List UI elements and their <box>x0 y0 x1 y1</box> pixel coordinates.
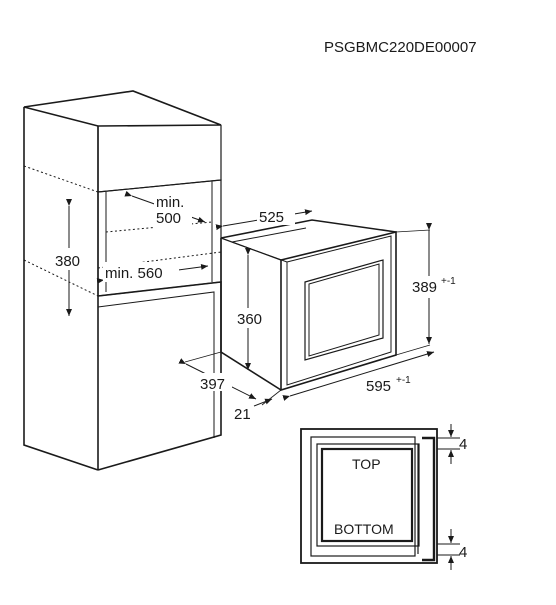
detail-drawing <box>300 424 460 570</box>
cabinet-depth-value-label: 500 <box>156 210 181 227</box>
appliance-height-front-label: 389 <box>412 279 437 296</box>
detail-gap-bottom-label: 4 <box>459 544 467 561</box>
appliance-width-top-label: 525 <box>259 209 284 226</box>
appliance-height-front-tolerance: +-1 <box>441 276 456 287</box>
appliance-width-front-label: 595 <box>366 378 391 395</box>
appliance-offset-label: 21 <box>234 406 251 423</box>
appliance-height-side-label: 360 <box>237 311 262 328</box>
diagram-code: PSGBMC220DE00007 <box>324 39 477 56</box>
dimension-line-21 <box>253 398 273 407</box>
appliance-width-front-tolerance: +-1 <box>396 375 411 386</box>
cabinet-height-label: 380 <box>55 253 80 270</box>
detail-bottom-label: BOTTOM <box>334 521 394 537</box>
cabinet-width-label: min. 560 <box>105 265 163 282</box>
appliance-depth-label: 397 <box>200 376 225 393</box>
appliance-drawing <box>178 209 435 407</box>
detail-gap-top-label: 4 <box>459 436 467 453</box>
detail-top-label: TOP <box>352 456 381 472</box>
cabinet-depth-min-label: min. <box>156 194 184 211</box>
dimension-line-595 <box>282 351 435 401</box>
